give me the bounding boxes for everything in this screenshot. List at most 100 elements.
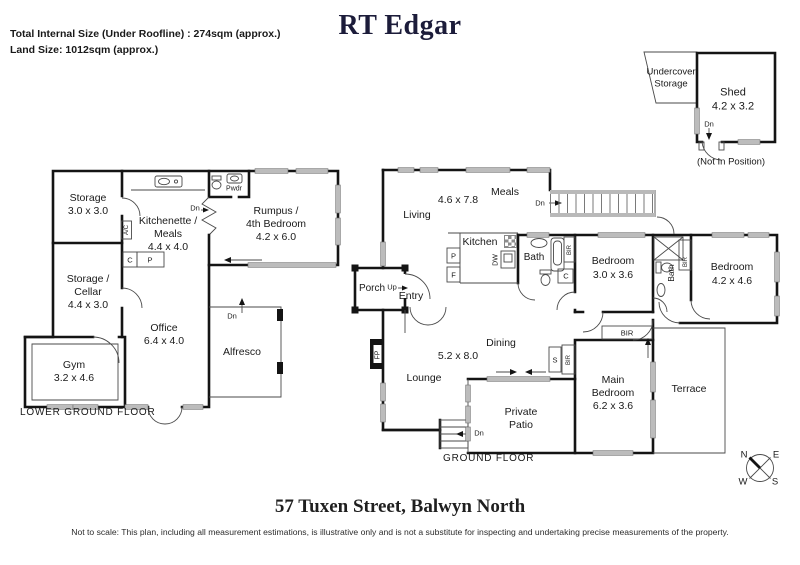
- bath2-label: Bath: [665, 264, 676, 282]
- arrow-head: [203, 207, 209, 213]
- window: [650, 399, 656, 439]
- dn-alfresco-label: Dn: [227, 311, 237, 321]
- bedroom3-label: Bedroom: [591, 254, 635, 267]
- bir-box: [678, 239, 692, 271]
- compass-needle: [759, 467, 771, 479]
- shed-plan: [643, 51, 777, 161]
- door-arc: [556, 291, 576, 311]
- door-arc: [632, 319, 654, 341]
- window: [124, 404, 149, 410]
- appliance-box: [503, 253, 513, 263]
- porch-label: Porch: [358, 283, 386, 294]
- powder-room-label: Pwdr: [226, 185, 242, 193]
- gym-label: Gym: [62, 358, 86, 371]
- window: [335, 184, 341, 214]
- arrow-head: [645, 338, 651, 345]
- arrow-head: [510, 369, 517, 375]
- basin-icon: [226, 173, 243, 184]
- shower-box: [653, 236, 684, 261]
- living-label: Living: [403, 208, 431, 221]
- basin-icon: [230, 175, 239, 182]
- door-jamb: [718, 141, 725, 151]
- compass-n: N: [740, 449, 748, 461]
- window: [747, 232, 770, 238]
- door-arc: [652, 297, 668, 313]
- appliance-box: [500, 250, 516, 269]
- window: [419, 167, 439, 173]
- brand-logo: RT Edgar: [338, 10, 462, 41]
- lower-ground-floor-plan: [23, 168, 341, 425]
- living-meals-dim: 4.6 x 7.8: [437, 193, 479, 206]
- sink-icon: [158, 177, 170, 186]
- main-bedroom-dim: 6.2 x 3.6: [592, 399, 634, 412]
- dn-patio-label: Dn: [474, 428, 484, 438]
- fridge-box: [446, 266, 461, 283]
- window: [182, 404, 204, 410]
- main-bedroom-label-2: Bedroom: [591, 386, 635, 399]
- door-arc: [582, 311, 604, 333]
- toilet-icon: [540, 274, 551, 286]
- porch-post: [351, 264, 359, 272]
- bedroom2-dim: 4.2 x 4.6: [711, 274, 753, 287]
- dishwasher-label: DW: [492, 254, 500, 266]
- bathtub-icon: [553, 240, 562, 266]
- window: [526, 167, 551, 173]
- lower-ground-floor-label: LOWER GROUND FLOOR: [20, 407, 156, 418]
- gym-inner-line: [31, 343, 119, 401]
- private-patio-label-1: Private: [504, 405, 538, 418]
- window: [380, 241, 386, 267]
- staircase: [550, 190, 655, 217]
- private-patio-label-2: Patio: [509, 418, 533, 431]
- sink-tap: [173, 179, 179, 184]
- terrace-label: Terrace: [671, 382, 707, 395]
- rumpus-label-2: 4th Bedroom: [245, 217, 307, 230]
- toilet-icon: [539, 269, 552, 275]
- fireplace-label: FP: [374, 350, 381, 360]
- window: [380, 382, 386, 402]
- arrow-head: [456, 431, 463, 437]
- cupboard-p-label: P: [147, 254, 153, 264]
- door-arc: [656, 216, 675, 235]
- window: [774, 295, 780, 317]
- fireplace-inner: [373, 345, 382, 363]
- bath1-label: Bath: [523, 252, 545, 263]
- toilet-icon: [661, 262, 673, 273]
- arrow-head: [525, 369, 532, 375]
- window: [254, 168, 289, 174]
- window: [774, 251, 780, 283]
- dn-kitchenette-label: Dn: [190, 203, 200, 213]
- closet-s-box: [548, 346, 562, 373]
- entry-label: Entry: [398, 289, 424, 302]
- cellar-label-1: Storage /: [66, 272, 110, 285]
- not-in-position-label: (Not In Position): [696, 156, 766, 168]
- wall-lounge-south: [381, 418, 442, 450]
- kitchen-label: Kitchen: [462, 235, 498, 248]
- ac-unit: [121, 220, 132, 240]
- alfresco-post: [277, 309, 283, 321]
- lounge-label: Lounge: [406, 371, 442, 384]
- dining-label: Dining: [486, 336, 516, 349]
- window: [247, 262, 337, 268]
- door-jamb: [698, 141, 705, 151]
- fridge-label: F: [451, 270, 456, 280]
- toilet-icon: [211, 175, 222, 181]
- basin-icon: [530, 238, 548, 248]
- compass-circle: [746, 454, 774, 482]
- balustrade: [465, 384, 471, 403]
- cellar-label-2: Cellar: [74, 285, 102, 298]
- window: [72, 404, 99, 410]
- bedroom3-dim: 3.0 x 3.6: [592, 268, 634, 281]
- terrace-outline: [653, 327, 726, 454]
- compass-s: S: [771, 476, 779, 488]
- window: [526, 232, 550, 238]
- porch-post: [401, 264, 409, 272]
- storage-dim: 3.0 x 3.0: [67, 204, 109, 217]
- bir-hall-label: BIR: [565, 354, 572, 366]
- door-arc: [658, 301, 681, 324]
- bir-box: [561, 344, 576, 375]
- cellar-dim: 4.4 x 3.0: [67, 298, 109, 311]
- compass-needle-north: [748, 456, 761, 469]
- shed-dim: 4.2 x 3.2: [711, 100, 755, 113]
